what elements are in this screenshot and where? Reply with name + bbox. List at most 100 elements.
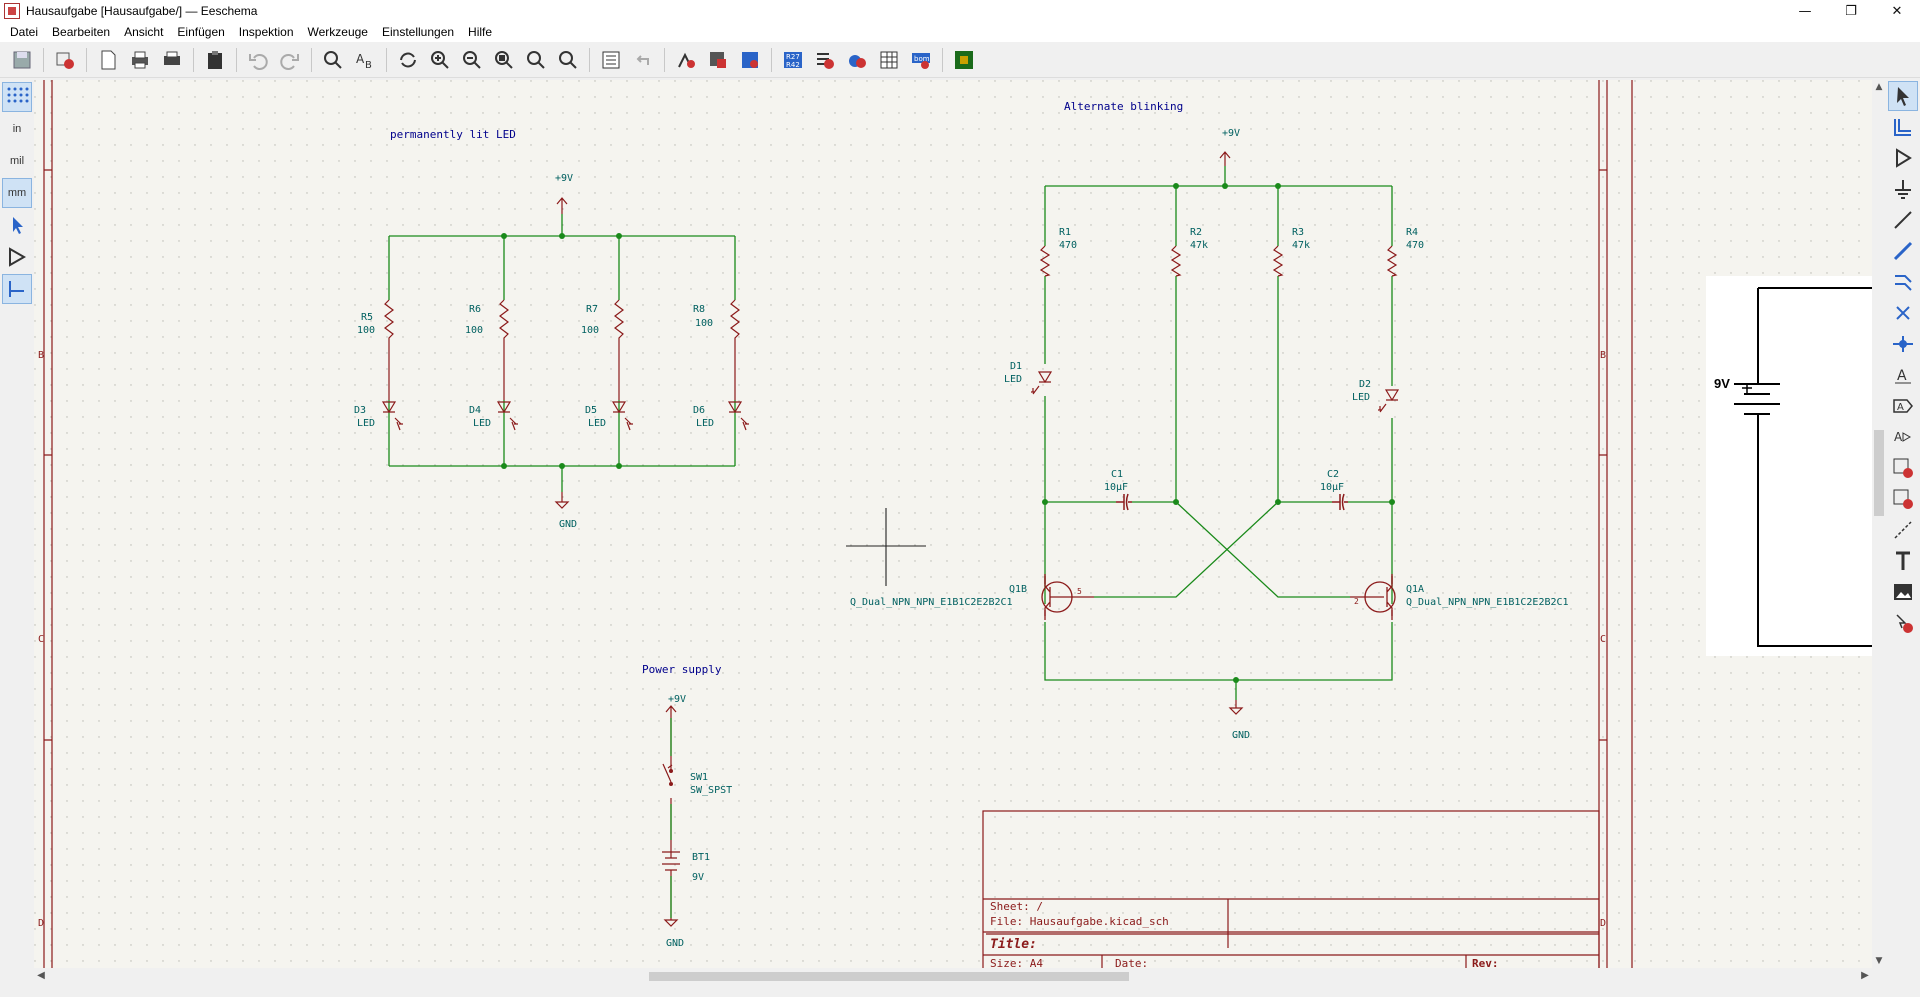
annotate-icon[interactable]: [672, 46, 700, 74]
add-text-icon[interactable]: [1888, 546, 1918, 576]
q1b-value: Q_Dual_NPN_NPN_E1B1C2E2B2C1: [850, 597, 1013, 608]
add-image-icon[interactable]: [1888, 577, 1918, 607]
r1-ref: R1: [1059, 227, 1071, 238]
close-button[interactable]: ✕: [1891, 3, 1903, 19]
save-icon[interactable]: [8, 46, 36, 74]
page-settings-icon[interactable]: [94, 46, 122, 74]
add-hier-label-icon[interactable]: A: [1888, 422, 1918, 452]
r4-value: 470: [1406, 240, 1424, 251]
scroll-left-arrow-icon[interactable]: ◀: [37, 970, 45, 981]
scroll-up-arrow-icon[interactable]: ▲: [1875, 82, 1883, 92]
redo-icon[interactable]: [276, 46, 304, 74]
hierarchy-navigator-icon[interactable]: [597, 46, 625, 74]
symbol-editor-icon[interactable]: [704, 46, 732, 74]
svg-text:A: A: [1894, 430, 1903, 444]
d6-ref: D6: [693, 405, 705, 416]
menu-datei[interactable]: Datei: [10, 25, 39, 39]
refresh-icon[interactable]: [394, 46, 422, 74]
leave-sheet-icon[interactable]: [629, 46, 657, 74]
delete-tool-icon[interactable]: [1888, 608, 1918, 638]
border-row-c-left: C: [38, 634, 44, 645]
r4-ref: R4: [1406, 227, 1418, 238]
highlight-net-icon[interactable]: [1888, 112, 1918, 142]
r2-value: 47k: [1190, 240, 1208, 251]
gnd-label-left: GND: [559, 519, 577, 530]
note-alternate-blinking: Alternate blinking: [1064, 100, 1183, 113]
import-sheet-pin-icon[interactable]: [1888, 484, 1918, 514]
add-sheet-icon[interactable]: [1888, 453, 1918, 483]
q1a-value: Q_Dual_NPN_NPN_E1B1C2E2B2C1: [1406, 597, 1569, 608]
add-global-label-icon[interactable]: A: [1888, 391, 1918, 421]
add-power-icon[interactable]: [1888, 174, 1918, 204]
vertical-scroll-thumb[interactable]: [1874, 430, 1884, 516]
zoom-out-icon[interactable]: [458, 46, 486, 74]
pcb-editor-icon[interactable]: [950, 46, 978, 74]
menu-einstellungen[interactable]: Einstellungen: [381, 25, 455, 39]
hidden-pins-icon[interactable]: [2, 242, 32, 272]
multivibrator-junctions: [1042, 183, 1395, 683]
add-wire-icon[interactable]: [1888, 205, 1918, 235]
plot-icon[interactable]: [158, 46, 186, 74]
grid-toggle-icon[interactable]: [2, 82, 32, 112]
print-icon[interactable]: [126, 46, 154, 74]
maximize-button[interactable]: ❐: [1845, 3, 1857, 19]
units-inch-button[interactable]: in: [2, 114, 32, 144]
bom-icon[interactable]: bom: [907, 46, 935, 74]
zoom-selection-icon[interactable]: [554, 46, 582, 74]
menu-bearbeiten[interactable]: Bearbeiten: [52, 25, 111, 39]
fields-editor-icon[interactable]: [811, 46, 839, 74]
d5-value: LED: [588, 418, 606, 429]
cursor-style-icon[interactable]: [2, 210, 32, 240]
window-title: Hausaufgabe [Hausaufgabe/] — Eeschema: [26, 4, 258, 18]
units-mil-button[interactable]: mil: [2, 146, 32, 176]
erc-icon[interactable]: [736, 46, 764, 74]
r8-ref: R8: [693, 304, 705, 315]
scroll-right-arrow-icon[interactable]: ▶: [1861, 970, 1869, 981]
svg-text:R27: R27: [786, 53, 800, 61]
select-tool-icon[interactable]: [1888, 81, 1918, 111]
border-row-b-right: B: [1600, 350, 1606, 361]
vertical-scrollbar[interactable]: ▲ ▼: [1872, 80, 1886, 968]
undo-icon[interactable]: [244, 46, 272, 74]
add-bus-icon[interactable]: [1888, 236, 1918, 266]
symbol-fields-table-icon[interactable]: [875, 46, 903, 74]
menu-inspektion[interactable]: Inspektion: [238, 25, 294, 39]
d1-ref: D1: [1010, 361, 1022, 372]
menu-ansicht[interactable]: Ansicht: [124, 25, 164, 39]
minimize-button[interactable]: —: [1798, 3, 1812, 19]
horizontal-scrollbar[interactable]: ◀ ▶: [34, 968, 1872, 984]
r7-ref: R7: [586, 304, 598, 315]
r5-ref: R5: [361, 312, 373, 323]
footprint-assign-icon[interactable]: [843, 46, 871, 74]
multivibrator-capacitors: [1116, 493, 1348, 511]
zoom-in-icon[interactable]: [426, 46, 454, 74]
border-row-d-left: D: [38, 918, 44, 929]
scroll-down-arrow-icon[interactable]: ▼: [1875, 956, 1883, 966]
menu-einfuegen[interactable]: Einfügen: [177, 25, 225, 39]
menu-werkzeuge[interactable]: Werkzeuge: [307, 25, 368, 39]
gnd-symbol-right: [1228, 700, 1244, 715]
add-bus-entry-icon[interactable]: [1888, 267, 1918, 297]
menu-hilfe[interactable]: Hilfe: [468, 25, 493, 39]
add-symbol-icon[interactable]: [1888, 143, 1918, 173]
svg-text:B: B: [365, 60, 372, 71]
add-junction-icon[interactable]: [1888, 329, 1918, 359]
add-label-icon[interactable]: A: [1888, 360, 1918, 390]
left-leds: [381, 401, 749, 431]
line-mode-icon[interactable]: [2, 274, 32, 304]
zoom-objects-icon[interactable]: [522, 46, 550, 74]
schematic-canvas[interactable]: B C D B C D permanently lit LED Alternat…: [34, 80, 1872, 968]
units-mm-label: mm: [7, 187, 27, 199]
no-connect-icon[interactable]: [1888, 298, 1918, 328]
add-graphic-line-icon[interactable]: [1888, 515, 1918, 545]
paste-icon[interactable]: [201, 46, 229, 74]
units-mm-button[interactable]: mm: [2, 178, 32, 208]
schematic-setup-icon[interactable]: [51, 46, 79, 74]
zoom-fit-icon[interactable]: [490, 46, 518, 74]
multivibrator-wires: [1044, 166, 1393, 700]
find-icon[interactable]: [319, 46, 347, 74]
horizontal-scroll-thumb[interactable]: [649, 972, 1129, 981]
